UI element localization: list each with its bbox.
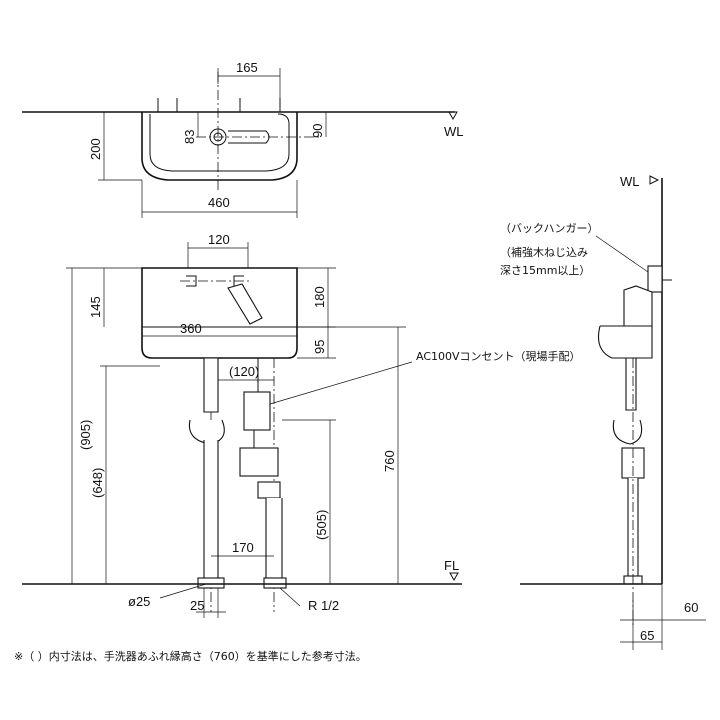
dim-120-paren-label: (120): [229, 364, 259, 379]
leader-hanger: [595, 235, 649, 273]
valve-body: [257, 481, 281, 499]
dim-180-label: 180: [312, 286, 327, 308]
dim-170-label: 170: [232, 540, 254, 555]
plan-view: WL 165 200 90 83 460: [22, 60, 464, 218]
dim-120-label: 120: [208, 232, 230, 247]
hanger-label-3: 深さ15mm以上）: [500, 264, 590, 277]
dim-145-label: 145: [88, 296, 103, 318]
dim-460-label: 460: [208, 195, 230, 210]
dim-83-label: 83: [182, 130, 197, 144]
trap-side: [612, 419, 643, 445]
drain-pipe-lower: [203, 440, 219, 579]
leader-outlet: [269, 361, 413, 405]
dim-905-label: (905): [78, 420, 93, 450]
dim-60-label: 60: [684, 600, 698, 615]
drain-pipe-upper: [203, 357, 219, 413]
outlet-box: [243, 391, 271, 431]
dim-165-label: 165: [236, 60, 258, 75]
dim-65-label: 65: [640, 628, 654, 643]
dim-200-label: 200: [88, 138, 103, 160]
dim-760-label: 760: [382, 450, 397, 472]
wl-marker-plan: [448, 111, 458, 121]
drain-flange: [197, 577, 225, 589]
pipe-diameter-label: ø25: [128, 594, 150, 609]
drain-side-upper: [625, 357, 637, 411]
hanger-label-1: （バックハンガー）: [500, 222, 598, 235]
supply-flange: [263, 577, 287, 589]
basin-side: [597, 285, 653, 359]
dim-90-label: 90: [310, 124, 325, 138]
wl-label-side: WL: [620, 174, 640, 189]
control-unit: [239, 447, 279, 477]
dim-25-label: 25: [190, 598, 204, 613]
mount-lugs-plan: [157, 98, 281, 112]
dim-648-label: (648): [90, 468, 105, 498]
fl-marker-front: [449, 572, 459, 582]
side-view: WL （バックハンガー） （補強木ねじ込み 深さ15mm以上） 60 65: [500, 174, 706, 650]
basin-body-front: [141, 267, 298, 359]
faucet-lever-front: [227, 283, 263, 325]
supply-pipe: [265, 498, 283, 579]
fl-label-front: FL: [444, 558, 459, 573]
leader-dia25: [159, 583, 207, 599]
basin-bowl-plan: [149, 113, 290, 172]
outlet-label: AC100Vコンセント（現場手配）: [416, 349, 581, 363]
wl-marker-side: [649, 175, 660, 185]
footnote: ※（ ）内寸法は、手洗器あふれ縁高さ（760）を基準にした参考寸法。: [14, 649, 367, 663]
leader-r12: [279, 587, 301, 607]
basin-outline-plan: [141, 112, 298, 181]
dim-360-label: 360: [180, 321, 202, 336]
wiring: [253, 358, 259, 448]
hanger-label-2: （補強木ねじ込み: [500, 246, 588, 259]
dim-95-label: 95: [312, 340, 327, 354]
wl-label-plan: WL: [444, 124, 464, 139]
dim-505-label: (505): [314, 510, 329, 540]
front-view: 120 145 180 95 360 (120): [22, 232, 581, 618]
thread-label: R 1/2: [308, 598, 339, 613]
back-hanger: [647, 265, 663, 293]
